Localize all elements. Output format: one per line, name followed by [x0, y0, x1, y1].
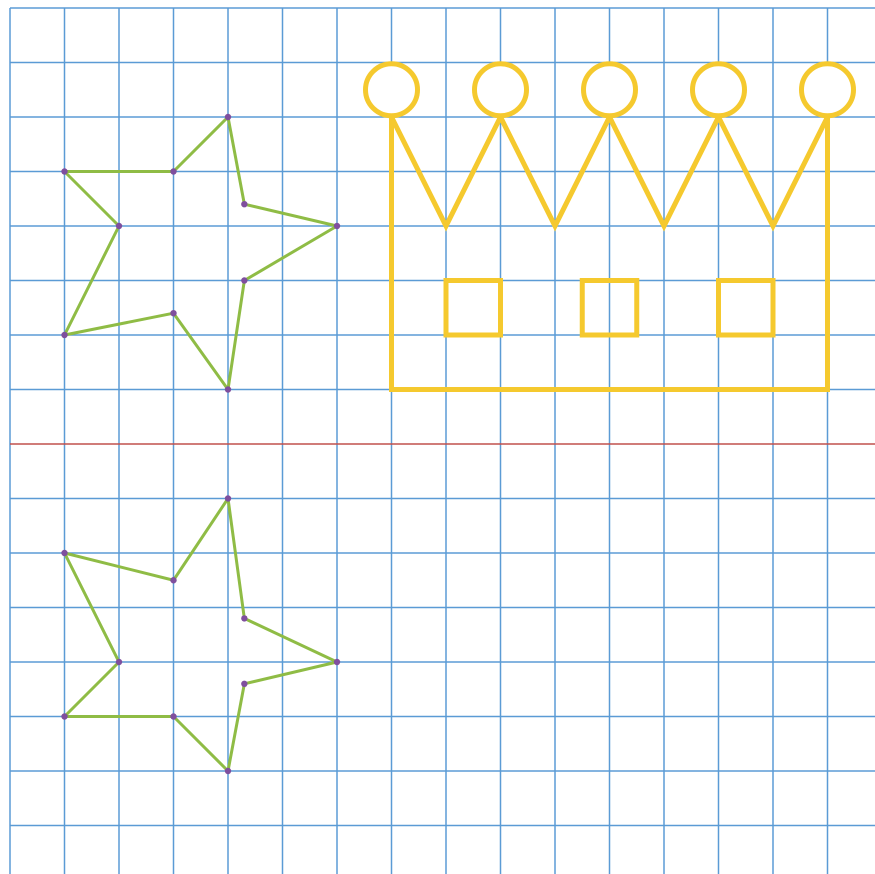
vertex-point [170, 577, 176, 583]
vertex-point [61, 550, 67, 556]
vertex-point [61, 713, 67, 719]
vertex-point [241, 277, 247, 283]
vertex-point [170, 310, 176, 316]
crown-jewel [475, 64, 527, 116]
vertex-point [225, 495, 231, 501]
vertex-point [61, 332, 67, 338]
crown-jewel [584, 64, 636, 116]
vertex-point [334, 223, 340, 229]
crown-jewel [802, 64, 854, 116]
vertex-point [170, 713, 176, 719]
vertex-point [61, 168, 67, 174]
vertex-point [241, 201, 247, 207]
crown-jewel [693, 64, 745, 116]
vertex-point [334, 659, 340, 665]
vertex-point [225, 114, 231, 120]
vertex-point [116, 659, 122, 665]
vertex-point [241, 615, 247, 621]
crown-jewel [366, 64, 418, 116]
vertex-point [225, 386, 231, 392]
vertex-point [116, 223, 122, 229]
vertex-point [225, 768, 231, 774]
vertex-point [241, 681, 247, 687]
vertex-point [170, 168, 176, 174]
